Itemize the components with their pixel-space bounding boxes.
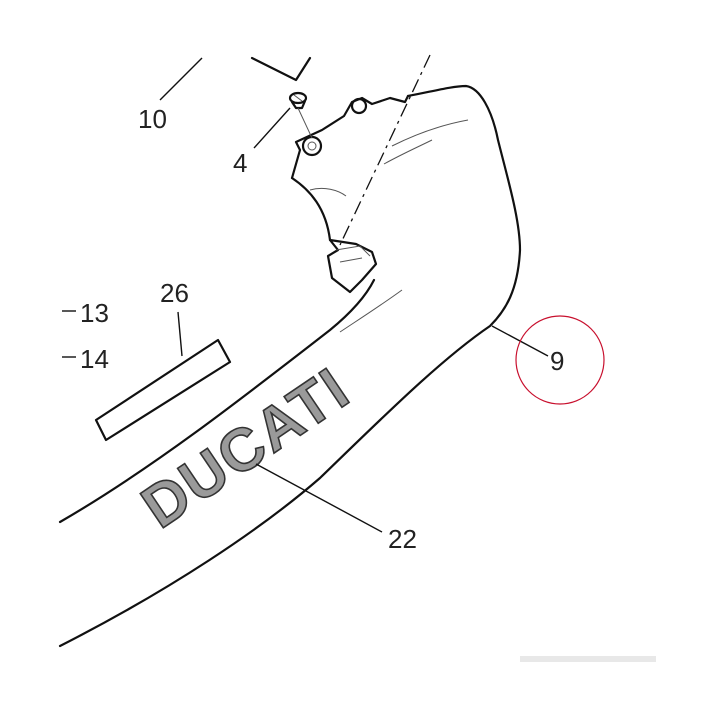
callout-4: 4 — [233, 148, 247, 178]
bracket-hole-left-inner — [307, 141, 317, 151]
panel-surface-line-4 — [309, 187, 347, 197]
callout-13: 13 — [80, 298, 109, 328]
callout-26: 26 — [160, 278, 189, 308]
panel-clip-tab — [326, 238, 378, 294]
center-axis-line — [339, 54, 431, 246]
leader-26 — [177, 311, 183, 357]
sticker-strip — [94, 338, 232, 442]
bracket-inner-edge — [290, 176, 332, 242]
panel-surface-line-1 — [391, 119, 469, 147]
panel-surface-line-2 — [383, 139, 433, 165]
leader-4 — [253, 107, 291, 149]
callout-22: 22 — [388, 524, 417, 554]
callout-10: 10 — [138, 104, 167, 134]
fairing-panel-lower-edge — [58, 278, 376, 524]
upper-bracket-edge — [250, 56, 312, 82]
ducati-logo-decal: DUCATI — [130, 354, 362, 541]
panel-surface-line-3 — [339, 289, 403, 333]
panel-clip-detail — [335, 245, 371, 263]
callout-9: 9 — [550, 346, 564, 376]
leader-22 — [255, 463, 383, 533]
leader-10 — [159, 57, 203, 101]
callout-14: 14 — [80, 344, 109, 374]
highlight-circle-9 — [515, 315, 605, 405]
fairing-panel-outline — [58, 84, 522, 648]
bracket-hole-right — [350, 97, 368, 115]
screw-part — [288, 91, 313, 139]
bracket-hole-left — [301, 135, 323, 157]
drawing-code-clipped — [520, 656, 656, 662]
